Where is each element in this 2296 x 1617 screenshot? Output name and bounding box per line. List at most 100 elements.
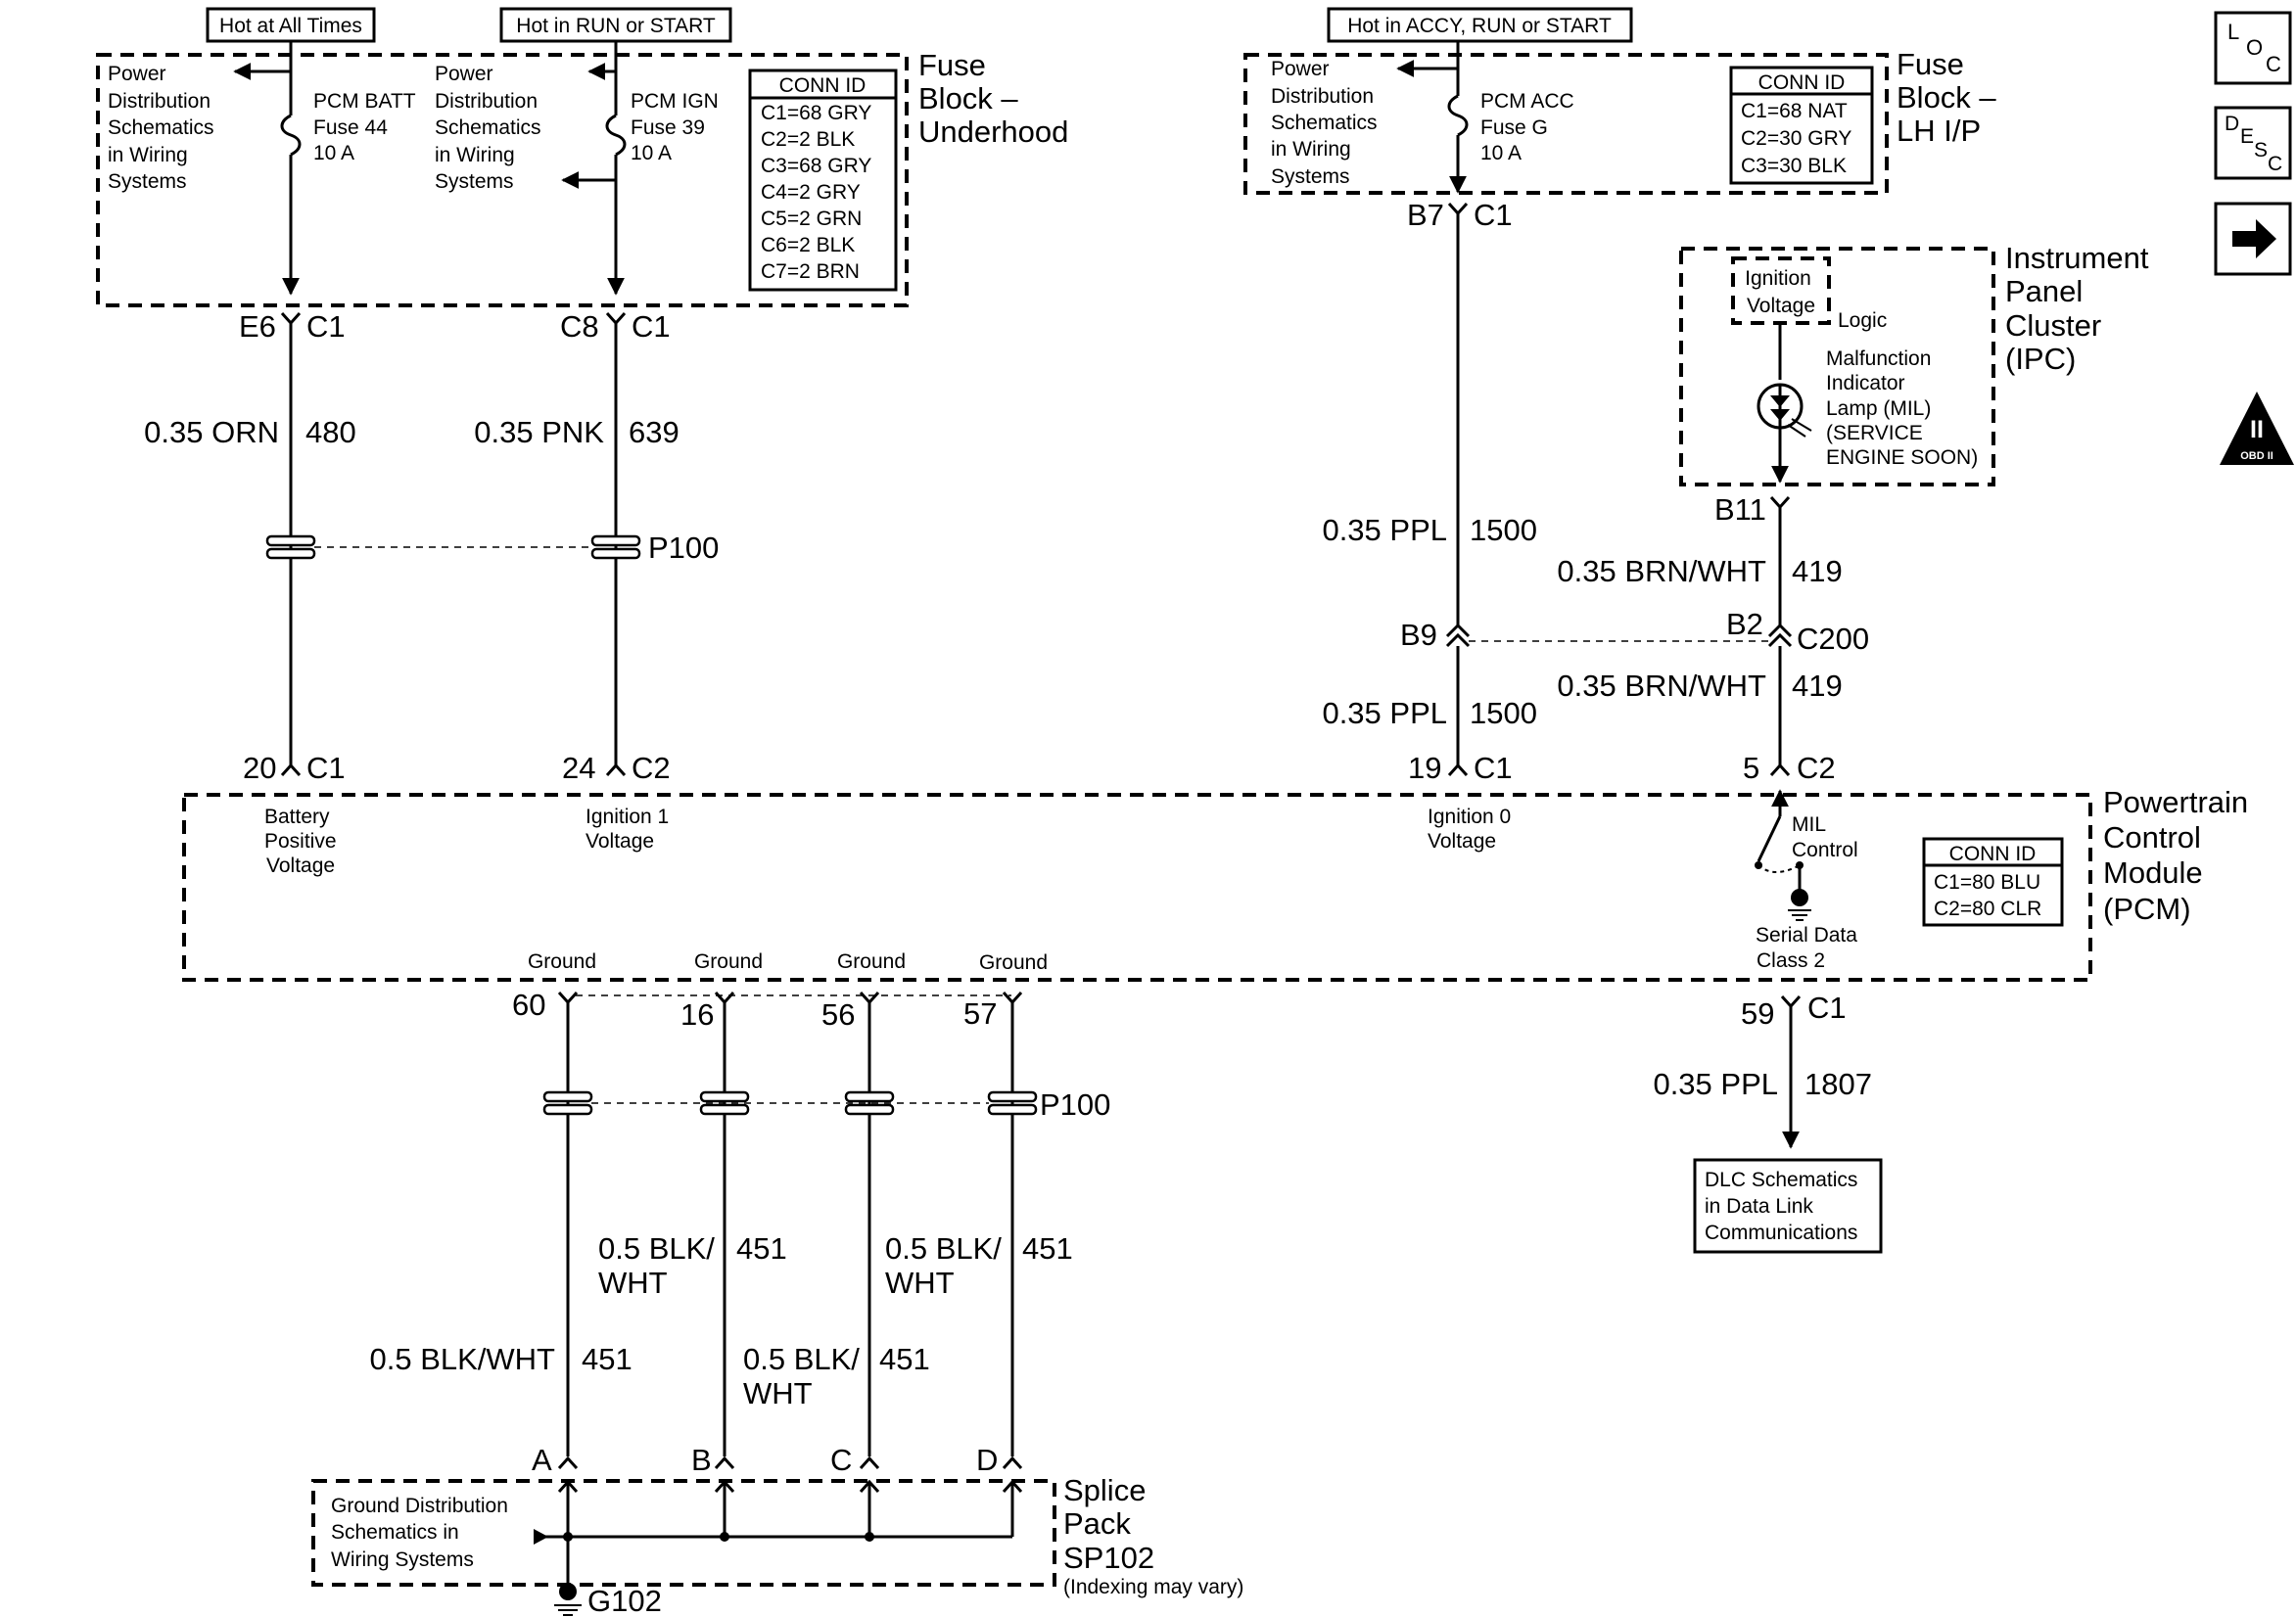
mil-control-switch-icon: [1755, 789, 1811, 921]
wire-size-label: 0.5 BLK/: [885, 1231, 1002, 1266]
splice-title: SP102: [1063, 1541, 1154, 1575]
conn-id-row: C1=80 BLU: [1934, 871, 2040, 894]
pcm-title: Powertrain: [2103, 785, 2248, 819]
ipc-title: Cluster: [2005, 308, 2101, 343]
ipc-title: Panel: [2005, 274, 2083, 308]
loc-icon: C: [2266, 52, 2281, 76]
power-dist-text: Schematics: [108, 116, 214, 139]
connector-label: C1: [306, 309, 346, 344]
wire-size-label: 0.35 PNK: [474, 415, 604, 449]
fuse-block-title: Underhood: [918, 115, 1068, 149]
hot-run-start-label: Hot in RUN or START: [516, 15, 716, 37]
connector-label: C2: [1797, 751, 1836, 785]
desc-button[interactable]: D E S C: [2214, 106, 2292, 180]
conn-id-row: C2=2 BLK: [761, 128, 855, 151]
wire-size-label: 0.35 PPL: [1653, 1067, 1778, 1101]
instrument-panel-cluster: Ignition Voltage Logic Malfunction Indic…: [1679, 241, 2149, 486]
pcm-batt-fuse-label: PCM BATT: [313, 90, 416, 113]
power-dist-text: Systems: [108, 170, 187, 193]
circuit-number: 419: [1792, 554, 1843, 588]
loc-icon: L: [2227, 20, 2239, 44]
pcm-ign1-label: Voltage: [586, 830, 654, 853]
connector-label: C1: [632, 309, 671, 344]
pcm-ign0-label: Voltage: [1428, 830, 1496, 853]
connector-label: C1: [306, 751, 346, 785]
conn-id-row: C6=2 BLK: [761, 234, 855, 256]
c200-label: C200: [1797, 622, 1869, 656]
circuit-number: 451: [736, 1231, 787, 1266]
loc-icon: O: [2246, 35, 2263, 60]
desc-icon: S: [2254, 139, 2268, 162]
pcm-title: Module: [2103, 855, 2203, 890]
hot-accy-run-start-label: Hot in ACCY, RUN or START: [1347, 15, 1612, 37]
obd-roman: II: [2250, 416, 2264, 443]
p100-inline-connector: P100: [265, 531, 719, 565]
ground-g102-icon: [554, 1583, 582, 1616]
mil-label: Malfunction: [1826, 347, 1931, 370]
ground-label: Ground: [694, 950, 763, 973]
pcm-battery-label: Positive: [264, 830, 337, 853]
circuit-number: 451: [1022, 1231, 1073, 1266]
mil-label: (SERVICE: [1826, 422, 1923, 444]
mil-control-label: Control: [1792, 839, 1858, 861]
splice-title: Pack: [1063, 1506, 1131, 1541]
power-dist-text: in Wiring: [435, 144, 515, 166]
arrow-right-icon: [2232, 219, 2276, 258]
pcm-battery-label: Voltage: [266, 855, 335, 877]
circuit-number: 1500: [1470, 513, 1537, 547]
wire-size-label: 0.5 BLK/: [743, 1342, 860, 1376]
next-button[interactable]: [2214, 202, 2292, 276]
ipc-ignition-voltage-label: Voltage: [1747, 295, 1815, 317]
connector-pin-label: B9: [1400, 618, 1437, 652]
circuit-number: 639: [629, 415, 679, 449]
conn-id-row: C7=2 BRN: [761, 260, 860, 283]
dlc-schematics-label: in Data Link: [1705, 1195, 1813, 1218]
wire-size-label: 0.35 PPL: [1322, 513, 1447, 547]
connector-pin-label: B7: [1407, 198, 1444, 232]
power-dist-text: in Wiring: [1271, 138, 1351, 161]
fuse-block-title: LH I/P: [1897, 114, 1981, 148]
fuse-block-title: Block –: [918, 81, 1018, 116]
circuit-number: 451: [879, 1342, 930, 1376]
splice-pin-label: C: [830, 1443, 852, 1477]
power-dist-text: Distribution: [1271, 85, 1374, 108]
connector-label: C2: [632, 751, 671, 785]
splice-note: (Indexing may vary): [1063, 1576, 1243, 1598]
splice-pin-label: B: [691, 1443, 712, 1477]
power-dist-text: Systems: [435, 170, 514, 193]
connector-pin-label: B2: [1726, 607, 1763, 641]
ipc-ignition-voltage-label: Ignition: [1745, 267, 1811, 290]
power-dist-text: Systems: [1271, 165, 1350, 188]
wire-size-label: WHT: [885, 1266, 955, 1300]
wire-group-ppl-1500: B7 C1 0.35 PPL 1500 B9 0.35 PPL 1500 19 …: [1322, 198, 1537, 785]
obd-sub: OBD II: [2240, 450, 2273, 462]
fuse-rating-label: 10 A: [631, 142, 672, 164]
ground-wire-group: 60 16 56 57 P100 0.5 BLK/WHT 451 0.5 BLK…: [370, 988, 1110, 1456]
p100-label: P100: [648, 531, 719, 565]
fuse-rating-label: 10 A: [313, 142, 354, 164]
ground-dist-label: Schematics in: [331, 1521, 459, 1544]
powertrain-control-module: Battery Positive Voltage Ignition 1 Volt…: [182, 785, 2248, 982]
connector-pin-label: C8: [560, 309, 599, 344]
connector-pin-label: 24: [562, 751, 595, 785]
desc-icon: C: [2268, 153, 2282, 175]
wire-size-label: 0.35 PPL: [1322, 696, 1447, 730]
wire-size-label: 0.5 BLK/WHT: [370, 1342, 556, 1376]
conn-id-row: C1=68 NAT: [1741, 100, 1848, 122]
power-dist-text: Distribution: [435, 90, 538, 113]
mil-lamp-icon: [1757, 383, 1812, 438]
connector-label: C1: [1807, 991, 1847, 1025]
p100-inline-connector: P100: [542, 1087, 1110, 1122]
conn-id-row: C3=30 BLK: [1741, 155, 1847, 177]
conn-id-row: C3=68 GRY: [761, 155, 871, 177]
power-dist-text: Power: [108, 63, 166, 85]
wire-size-label: 0.35 BRN/WHT: [1557, 554, 1766, 588]
mil-label: ENGINE SOON): [1826, 446, 1978, 469]
wire-size-label: 0.35 ORN: [144, 415, 279, 449]
conn-id-row: C2=80 CLR: [1934, 898, 2041, 920]
obd-ii-icon: II OBD II: [2220, 392, 2294, 465]
conn-id-row: C2=30 GRY: [1741, 127, 1851, 150]
ground-label: Ground: [837, 950, 906, 973]
loc-button[interactable]: L O C: [2214, 11, 2292, 85]
